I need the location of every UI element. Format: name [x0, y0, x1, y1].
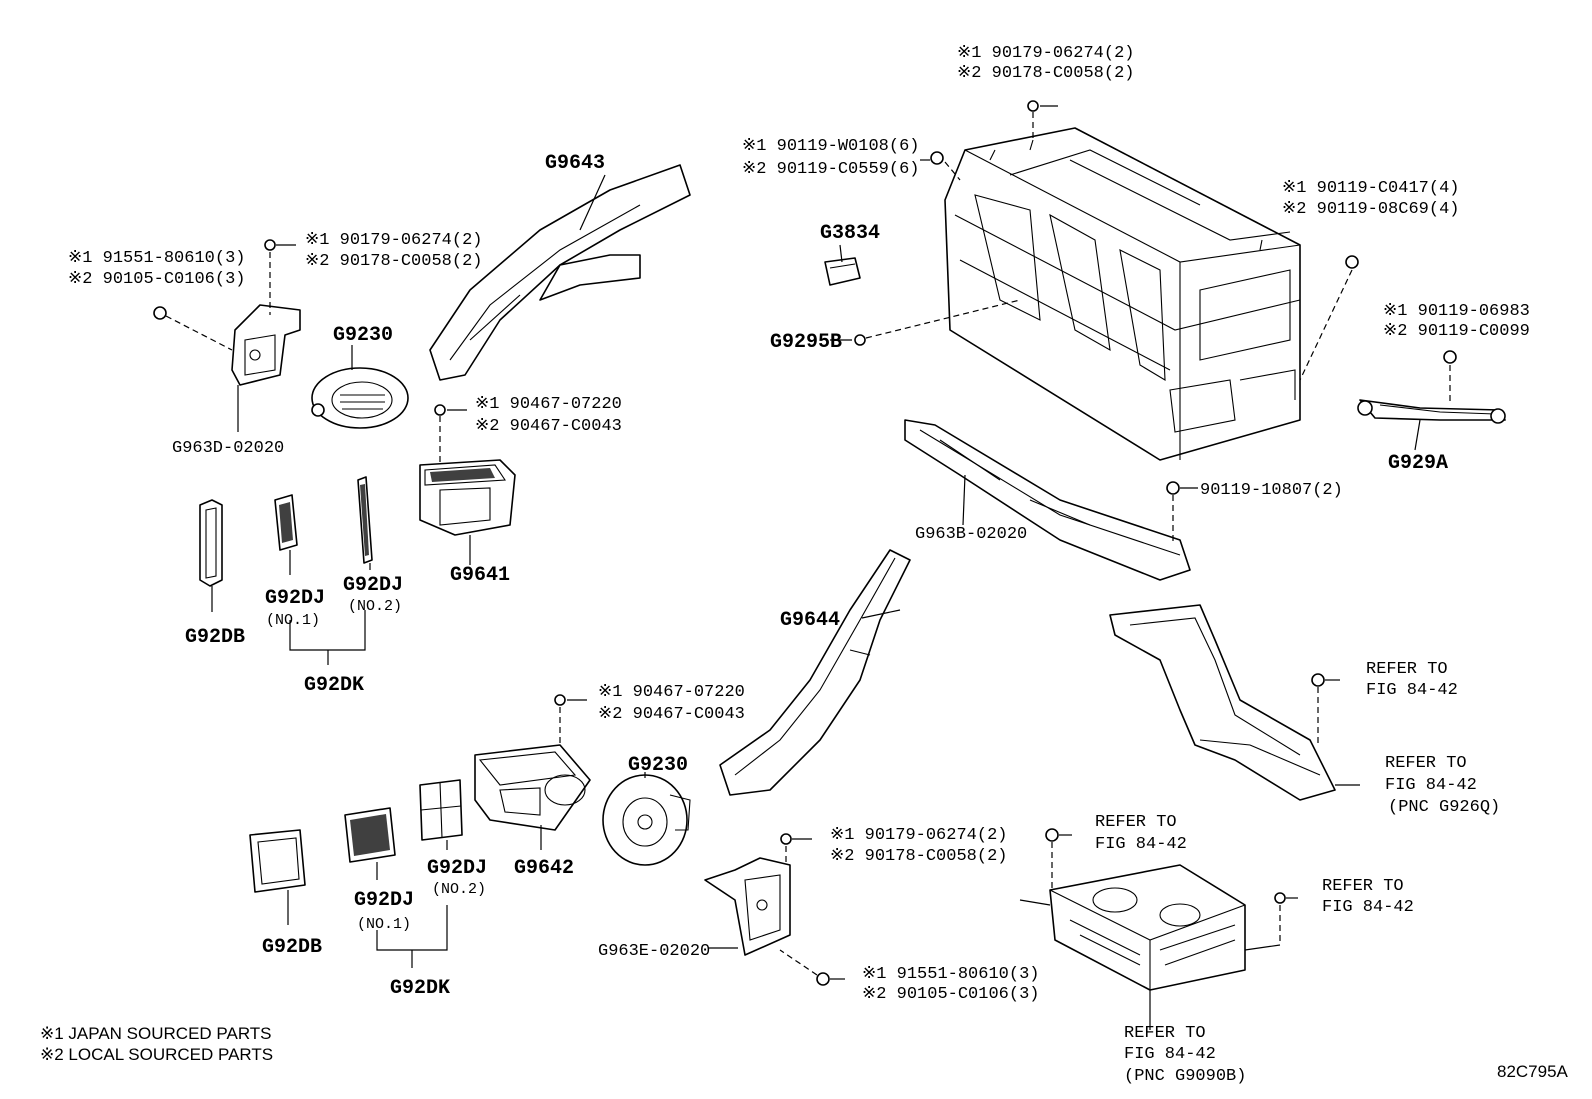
label-g92db-upper: G92DB	[185, 626, 245, 649]
figure-id: 82C795A	[1497, 1062, 1569, 1081]
label-nut-963e-2: ※2 90178-C0058(2)	[830, 847, 1007, 866]
text-labels: ※1 90179-06274(2) ※2 90178-C0058(2) ※1 9…	[40, 44, 1569, 1086]
label-g963d: G963D-02020	[172, 439, 284, 458]
label-bolt-left-2: ※2 90105-C0106(3)	[68, 270, 245, 289]
label-nut-left-2: ※2 90178-C0058(2)	[305, 252, 482, 271]
label-g963b: G963B-02020	[915, 525, 1027, 544]
label-bolt-right-1: ※1 90119-C0417(4)	[1282, 179, 1459, 198]
g92db-lower-gasket	[249, 829, 306, 893]
clip-9295b-icon	[854, 334, 866, 346]
label-no1-lower: (NO.1)	[357, 916, 411, 933]
fastener-icons	[153, 100, 1457, 986]
label-no2-upper: (NO.2)	[348, 598, 402, 615]
leader-lines	[165, 105, 1451, 1030]
label-clip-upper-2: ※2 90467-C0043	[475, 417, 622, 436]
battery-pack-assembly	[944, 127, 1301, 461]
label-g9643: G9643	[545, 152, 605, 175]
label-clip-lower-2: ※2 90467-C0043	[598, 705, 745, 724]
label-bolt-right-2: ※2 90119-08C69(4)	[1282, 200, 1459, 219]
clip-lower-icon	[554, 694, 566, 706]
label-nut-top-2: ※2 90178-C0058(2)	[957, 64, 1134, 83]
lower-right-duct	[1109, 604, 1336, 801]
label-bolt-963b: 90119-10807(2)	[1200, 481, 1343, 500]
bolt-top-icon	[930, 151, 944, 165]
label-nut-top-1: ※1 90179-06274(2)	[957, 44, 1134, 63]
label-bolt-top-2: ※2 90119-C0559(6)	[742, 160, 919, 179]
g92dj-lower-no2-filter	[419, 779, 463, 841]
label-refer-g9090b-1: REFER TO	[1124, 1024, 1206, 1043]
g929a-wire	[1357, 399, 1506, 424]
g9230-upper-blower	[311, 367, 409, 429]
label-nut-left-1: ※1 90179-06274(2)	[305, 231, 482, 250]
label-g92dj-lower-no1: G92DJ	[354, 889, 414, 912]
legend-local: ※2 LOCAL SOURCED PARTS	[40, 1045, 273, 1064]
bolt-inverter-icon	[1045, 828, 1059, 842]
label-g92dk-lower: G92DK	[390, 977, 450, 1000]
label-g92dj-upper-no1: G92DJ	[265, 587, 325, 610]
bolt-963e-icon	[816, 972, 830, 986]
nut-top-icon	[1027, 100, 1039, 112]
g9641-case	[419, 459, 516, 536]
g92dj-lower-no1-filter	[344, 807, 396, 863]
label-g9295b: G9295B	[770, 331, 842, 354]
label-refer-bolt-2: FIG 84-42	[1095, 835, 1187, 854]
clip-upper-icon	[434, 404, 446, 416]
label-refer-duct-1: REFER TO	[1366, 660, 1448, 679]
label-g92dk-upper: G92DK	[304, 674, 364, 697]
bolt-929a-icon	[1443, 350, 1457, 364]
label-g9230-upper: G9230	[333, 324, 393, 347]
g9643-duct	[429, 164, 691, 381]
label-bolt-963e-2: ※2 90105-C0106(3)	[862, 985, 1039, 1004]
nut-left-icon	[264, 239, 276, 251]
g9230-lower-blower	[602, 774, 691, 866]
g92db-upper-gasket	[199, 499, 223, 587]
label-g92dj-upper-no2: G92DJ	[343, 574, 403, 597]
label-g929a: G929A	[1388, 452, 1448, 475]
label-no2-lower: (NO.2)	[432, 881, 486, 898]
label-refer-nut-1: REFER TO	[1322, 877, 1404, 896]
bolt-left-icon	[153, 306, 167, 320]
label-nut-963e-1: ※1 90179-06274(2)	[830, 826, 1007, 845]
label-g963e: G963E-02020	[598, 942, 710, 961]
label-refer-g9090b-2: FIG 84-42	[1124, 1045, 1216, 1064]
label-refer-g926q-1: REFER TO	[1385, 754, 1467, 773]
label-bolt-963e-1: ※1 91551-80610(3)	[862, 965, 1039, 984]
inverter-assembly	[1019, 864, 1281, 991]
nut-inverter-icon	[1274, 892, 1286, 904]
clip-duct-icon	[1311, 673, 1325, 687]
g92dj-upper-no1-filter	[274, 494, 298, 551]
label-g9230-lower: G9230	[628, 754, 688, 777]
label-bolt-left-1: ※1 91551-80610(3)	[68, 249, 245, 268]
label-no1-upper: (NO.1)	[266, 612, 320, 629]
g963e-bracket	[704, 857, 791, 956]
label-refer-duct-2: FIG 84-42	[1366, 681, 1458, 700]
label-g9644: G9644	[780, 609, 840, 632]
label-g92dj-lower-no2: G92DJ	[427, 857, 487, 880]
label-clip-lower-1: ※1 90467-07220	[598, 683, 745, 702]
label-g9641: G9641	[450, 564, 510, 587]
label-g9642: G9642	[514, 857, 574, 880]
label-g3834: G3834	[820, 222, 880, 245]
legend-japan: ※1 JAPAN SOURCED PARTS	[40, 1024, 272, 1043]
g963b-bracket	[904, 419, 1191, 581]
label-g92db-lower: G92DB	[262, 936, 322, 959]
bolt-right-icon	[1345, 255, 1359, 269]
label-refer-bolt-1: REFER TO	[1095, 813, 1177, 832]
nut-963e-icon	[780, 833, 792, 845]
label-refer-nut-2: FIG 84-42	[1322, 898, 1414, 917]
label-bolt-929a-2: ※2 90119-C0099	[1383, 322, 1530, 341]
bolt-963b-icon	[1166, 481, 1180, 495]
label-refer-g926q-3: (PNC G926Q)	[1388, 798, 1500, 817]
label-bolt-929a-1: ※1 90119-06983	[1383, 302, 1530, 321]
g9642-case	[474, 744, 591, 831]
label-refer-g926q-2: FIG 84-42	[1385, 776, 1477, 795]
label-refer-g9090b-3: (PNC G9090B)	[1124, 1067, 1246, 1086]
g963d-bracket	[231, 304, 301, 386]
g3834-relay	[824, 257, 861, 286]
label-clip-upper-1: ※1 90467-07220	[475, 395, 622, 414]
g92dj-upper-no2-filter	[357, 476, 373, 564]
label-bolt-top-1: ※1 90119-W0108(6)	[742, 137, 919, 156]
g9644-duct	[719, 549, 911, 796]
